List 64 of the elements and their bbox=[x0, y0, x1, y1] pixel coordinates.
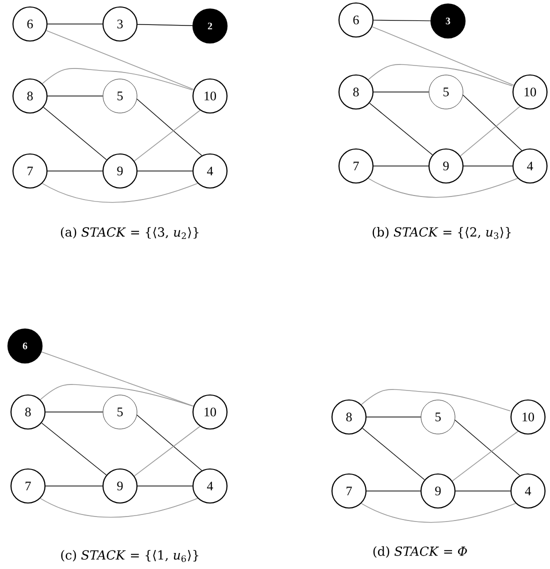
graph-edge bbox=[460, 106, 520, 156]
caption: (c) STACK = {⟨1, u$_{6}$⟩} bbox=[61, 550, 198, 562]
graph-vertex: 5 bbox=[420, 400, 456, 434]
graph-vertex: 8 bbox=[338, 74, 374, 110]
graph-vertex: 4 bbox=[192, 468, 228, 504]
graph-edge bbox=[42, 68, 193, 90]
graph-edge bbox=[41, 352, 194, 406]
graph-edge bbox=[366, 490, 421, 492]
graph-vertex: 3 bbox=[102, 6, 138, 42]
graph-vertex: 4 bbox=[510, 473, 546, 509]
graph-vertex: 5 bbox=[102, 394, 138, 430]
graph-edge bbox=[40, 384, 193, 406]
graph-edge bbox=[455, 490, 511, 492]
graph-edge bbox=[462, 94, 522, 151]
graph-edge bbox=[134, 426, 200, 476]
graph-edge bbox=[366, 416, 422, 418]
graph-vertex: 9 bbox=[102, 153, 138, 189]
graph-edge bbox=[454, 420, 520, 476]
graph-edge bbox=[369, 102, 433, 156]
graph-edge bbox=[136, 414, 202, 471]
graph-vertex: 7 bbox=[12, 153, 48, 189]
graph-edge bbox=[373, 20, 431, 22]
graph-edge bbox=[137, 170, 193, 172]
graph-vertex: 8 bbox=[331, 399, 367, 435]
graph-vertex: 9 bbox=[420, 473, 456, 509]
caption: (b) STACK = {⟨2, u$_{3}$⟩} bbox=[372, 227, 511, 239]
graph-vertex: 8 bbox=[12, 78, 48, 114]
graph-edge bbox=[134, 110, 200, 162]
graph-edge bbox=[368, 178, 518, 198]
graph-edge bbox=[137, 24, 193, 26]
graph-vertex: 10 bbox=[192, 394, 228, 430]
graph-edge bbox=[136, 98, 202, 156]
caption: (a) STACK = {⟨3, u$_{2}$⟩} bbox=[60, 227, 198, 239]
graph-vertex: 9 bbox=[428, 148, 464, 184]
graph-edge bbox=[368, 64, 513, 86]
highlighted-vertex: 3 bbox=[430, 3, 466, 39]
graph-vertex: 7 bbox=[331, 473, 367, 509]
graph-edge bbox=[452, 430, 518, 482]
graph-vertex: 10 bbox=[512, 74, 548, 110]
highlighted-vertex: 2 bbox=[192, 8, 228, 44]
highlighted-vertex: 6 bbox=[7, 328, 43, 364]
graph-edge bbox=[361, 389, 511, 412]
graph-vertex: 4 bbox=[512, 148, 548, 184]
graph-edge bbox=[372, 26, 514, 86]
graph-vertex: 7 bbox=[10, 468, 46, 504]
graph-vertex: 5 bbox=[102, 78, 138, 114]
graph-vertex: 6 bbox=[12, 6, 48, 42]
graph-edge bbox=[361, 503, 516, 523]
graph-edge bbox=[47, 170, 103, 172]
graph-edge bbox=[46, 30, 194, 90]
graph-edge bbox=[41, 422, 107, 476]
graph-vertex: 8 bbox=[10, 394, 46, 430]
graph-edge bbox=[43, 106, 107, 160]
graph-edge bbox=[40, 498, 198, 518]
graph-vertex: 10 bbox=[510, 399, 546, 435]
graph-vertex: 10 bbox=[192, 78, 228, 114]
graph-vertex: 9 bbox=[102, 468, 138, 504]
graph-edge bbox=[362, 428, 425, 480]
caption: (d) STACK = Φ bbox=[373, 546, 467, 558]
graph-vertex: 6 bbox=[338, 2, 374, 38]
graph-vertex: 5 bbox=[428, 74, 464, 110]
graph-vertex: 4 bbox=[192, 153, 228, 189]
graph-edge bbox=[42, 183, 198, 203]
graph-vertex: 7 bbox=[338, 148, 374, 184]
